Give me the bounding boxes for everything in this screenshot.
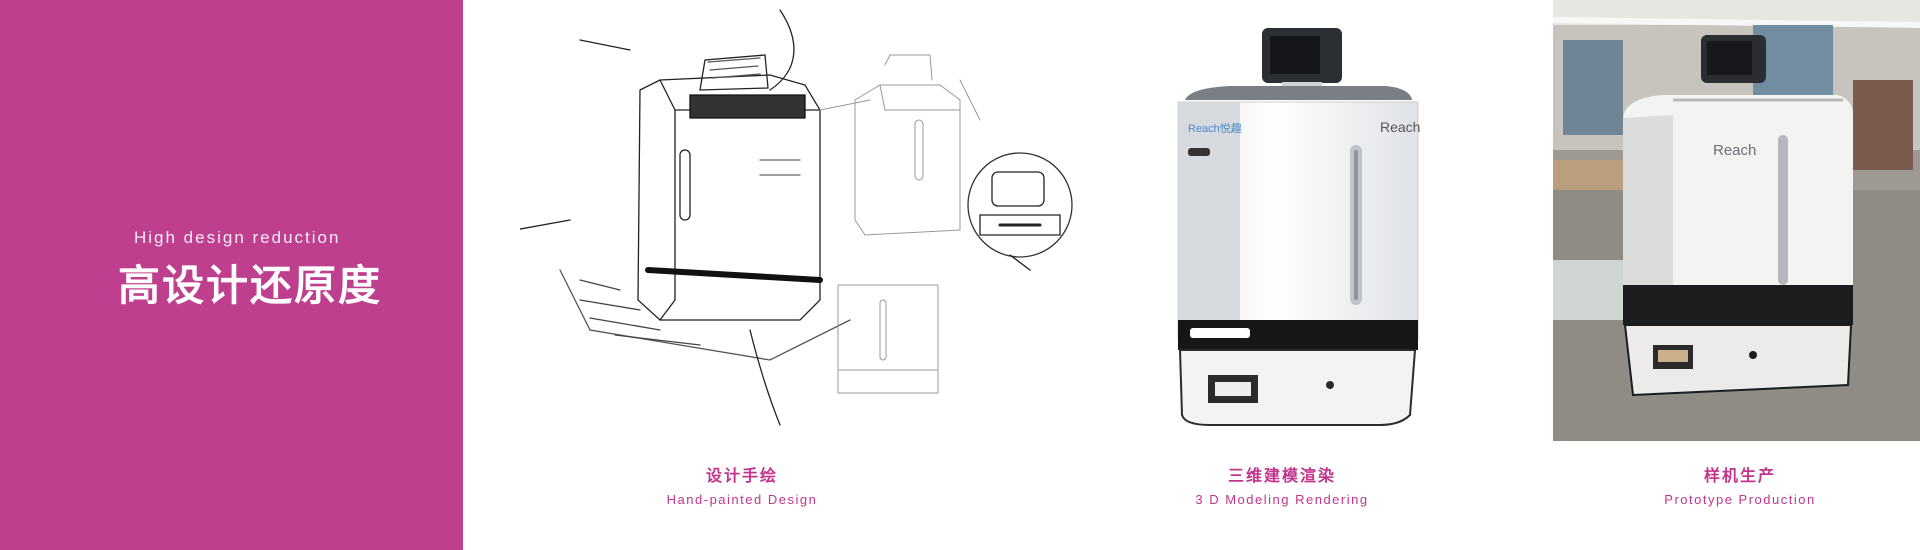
side-title: 高设计还原度 <box>118 262 383 309</box>
render-brand: Reach <box>1380 119 1420 135</box>
photo-image: Reach <box>1552 0 1920 441</box>
caption-photo-en: Prototype Production <box>1664 492 1816 507</box>
caption-photo-zh: 样机生产 <box>1703 468 1776 485</box>
caption-photo: 样机生产 Prototype Production <box>1610 462 1870 507</box>
photo-brand: Reach <box>1713 142 1756 159</box>
side-panel: High design reduction 高设计还原度 <box>0 0 463 550</box>
caption-render-zh: 三维建模渲染 <box>1227 468 1336 485</box>
caption-sketch-zh: 设计手绘 <box>705 468 778 485</box>
caption-sketch: 设计手绘 Hand-painted Design <box>612 462 872 507</box>
render-brand-alt: Reach悦趣 <box>1188 121 1242 135</box>
side-subtitle: High design reduction <box>134 228 341 247</box>
sketch-image <box>520 9 1073 426</box>
render-image: Reach悦趣 Reach <box>1177 28 1420 426</box>
caption-sketch-en: Hand-painted Design <box>666 492 818 507</box>
caption-render-en: 3 D Modeling Rendering <box>1195 492 1369 507</box>
caption-render: 三维建模渲染 3 D Modeling Rendering <box>1152 462 1412 507</box>
